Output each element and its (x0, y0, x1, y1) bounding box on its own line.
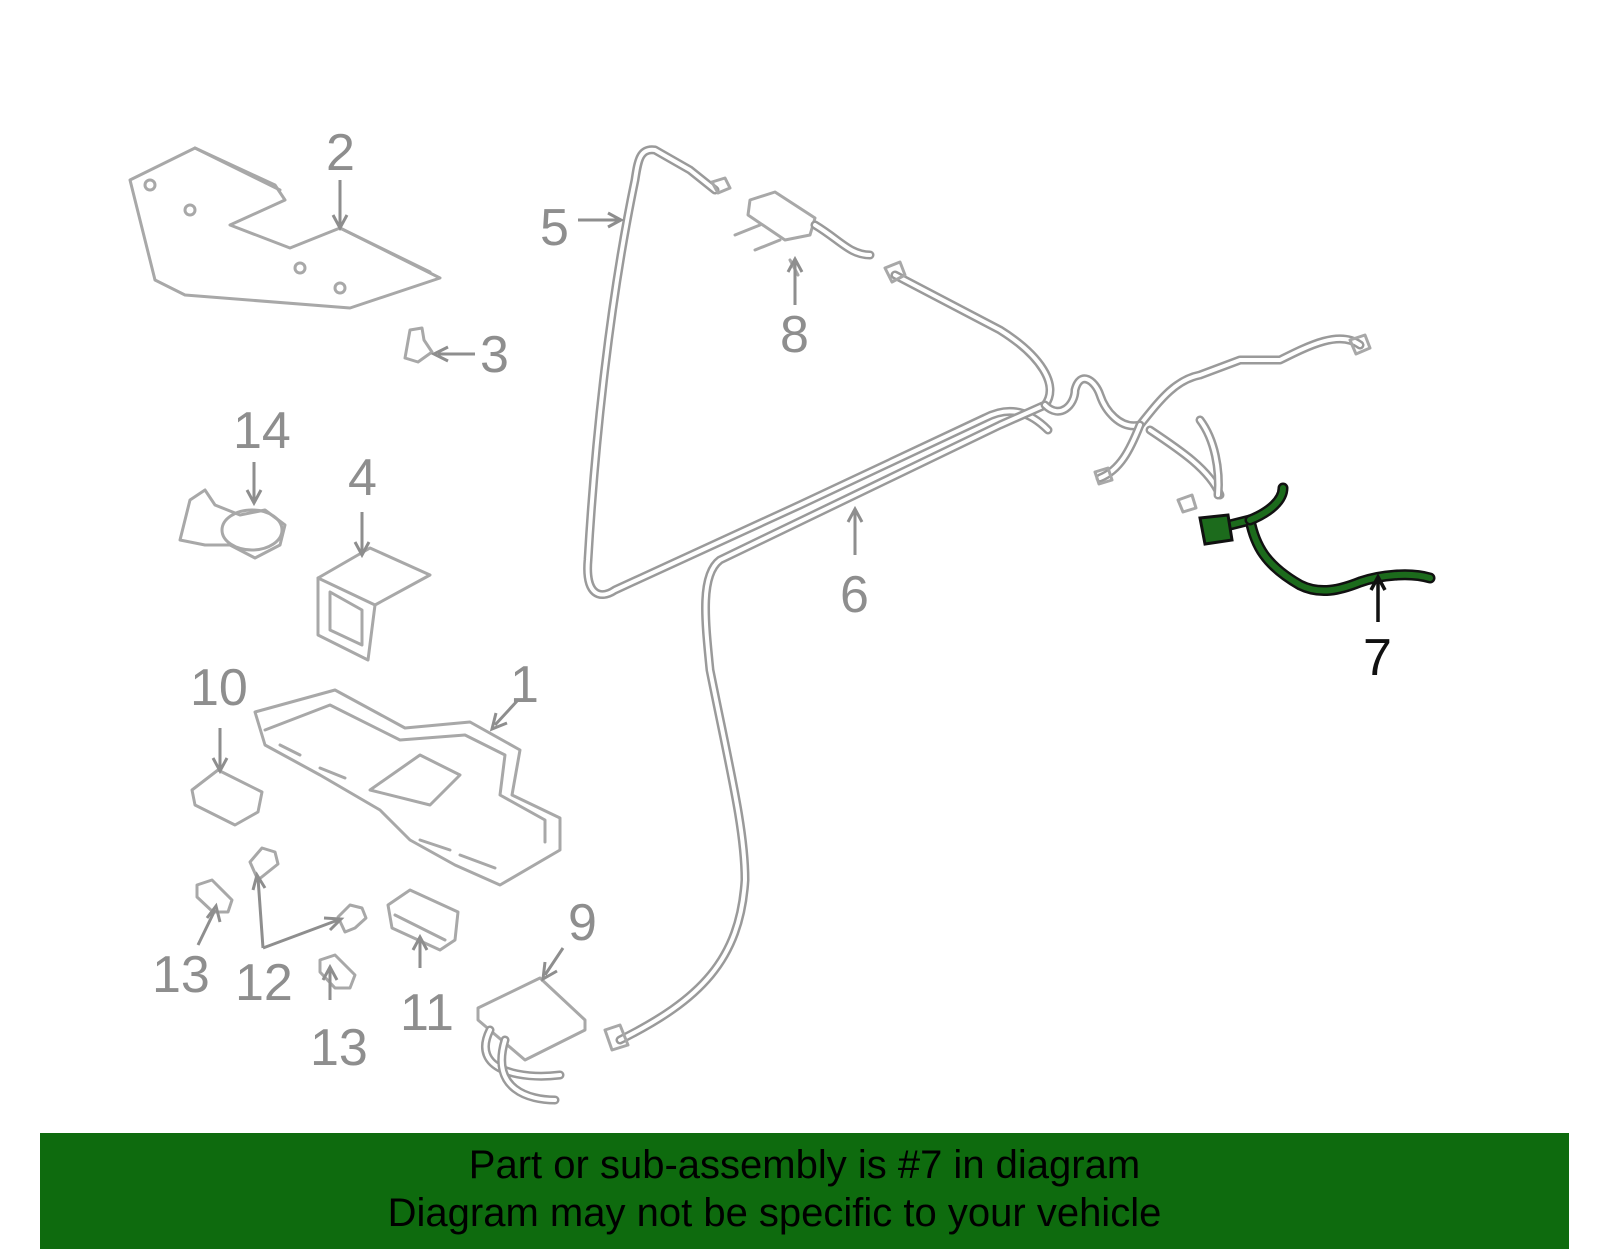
part-13-lens-left (195, 878, 234, 914)
part-13-lens-right (318, 953, 357, 990)
leader-lines (196, 180, 1387, 1000)
part-5-harness (583, 145, 1053, 599)
part-7-harness (1198, 482, 1436, 596)
callout-10: 10 (190, 659, 248, 717)
callout-13-left: 13 (152, 946, 210, 1004)
part-10-switch (190, 768, 264, 827)
callout-6: 6 (840, 566, 869, 624)
callout-13-right: 13 (310, 1019, 368, 1077)
callout-3: 3 (480, 326, 509, 384)
banner-line-1: Part or sub-assembly is #7 in diagram (468, 1143, 1141, 1187)
callout-8: 8 (780, 306, 809, 364)
part-12-bulb-lower (336, 903, 368, 934)
part-14-lamp (178, 488, 287, 560)
part-11-switch (386, 888, 460, 952)
callout-5: 5 (540, 199, 569, 257)
part-4-bracket (316, 546, 432, 662)
part-9-module (476, 976, 587, 1105)
part-1-console (253, 688, 562, 887)
callout-14: 14 (233, 402, 291, 460)
info-banner: Part or sub-assembly is #7 in diagram Di… (40, 1133, 1569, 1249)
part-12-bulb-upper (248, 846, 280, 882)
callout-4: 4 (348, 449, 377, 507)
part-6-harness (603, 260, 1372, 1052)
banner-line-2: Diagram may not be specific to your vehi… (387, 1191, 1162, 1235)
callout-1: 1 (510, 656, 539, 714)
callout-9: 9 (568, 894, 597, 952)
callout-11: 11 (400, 984, 454, 1042)
part-2-bracket (128, 146, 442, 310)
part-3-clip (403, 326, 434, 364)
part-8-connector (733, 190, 875, 277)
callout-7: 7 (1363, 629, 1392, 687)
callout-2: 2 (326, 124, 355, 182)
callout-12: 12 (235, 954, 293, 1012)
